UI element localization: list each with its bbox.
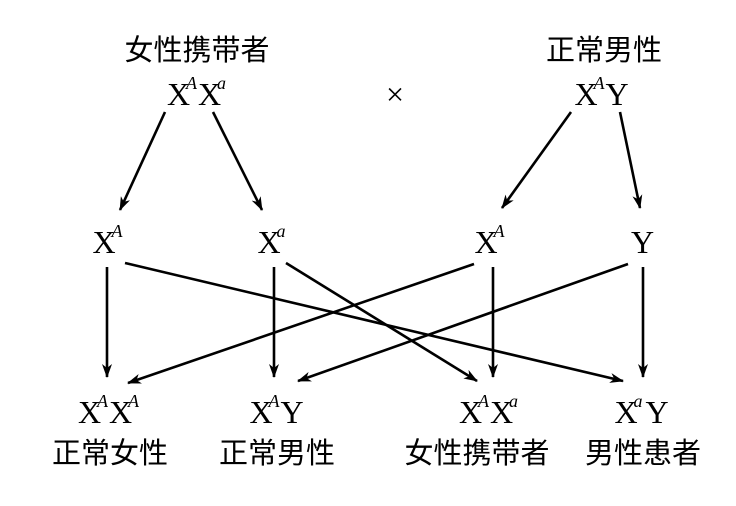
gamete-2-genotype: Xa	[258, 221, 286, 260]
allele-y: Y	[606, 76, 629, 112]
allele-superscript: a	[634, 391, 643, 411]
arrow-group	[102, 111, 648, 385]
allele-x: X	[575, 76, 598, 112]
gamete-1-genotype: XA	[93, 221, 124, 260]
arrow-mother-to-g1	[118, 111, 167, 211]
allele-superscript: A	[593, 73, 606, 93]
allele-superscript: A	[127, 391, 140, 411]
allele-superscript: a	[277, 221, 286, 241]
allele-y: Y	[281, 394, 304, 430]
allele-superscript: A	[268, 391, 281, 411]
offspring-1-label: 正常女性	[52, 436, 168, 470]
allele-x: X	[167, 76, 190, 112]
allele-superscript: a	[217, 73, 226, 93]
allele-y: Y	[646, 394, 669, 430]
allele-superscript: A	[96, 391, 109, 411]
offspring-2-label: 正常男性	[219, 436, 335, 470]
allele-x: X	[250, 394, 273, 430]
gamete-3-genotype: XA	[475, 221, 506, 260]
allele-x: X	[78, 394, 101, 430]
arrow-g4-to-o2	[297, 262, 629, 383]
arrow-mother-to-g2	[211, 111, 264, 211]
arrow-g1-to-o4	[124, 261, 624, 383]
allele-x: X	[198, 76, 221, 112]
allele-x: X	[490, 394, 513, 430]
allele-x: X	[109, 394, 132, 430]
offspring-4-label: 男性患者	[585, 436, 701, 470]
father-label: 正常男性	[546, 33, 662, 67]
allele-superscript: A	[185, 73, 198, 93]
allele-x: X	[459, 394, 482, 430]
allele-y: Y	[631, 224, 654, 260]
allele-superscript: A	[493, 221, 506, 241]
allele-x: X	[258, 224, 281, 260]
allele-x: X	[475, 224, 498, 260]
allele-superscript: A	[477, 391, 490, 411]
arrow-g3-to-o1	[127, 262, 475, 385]
mother-label: 女性携带者	[124, 33, 269, 67]
gamete-4-genotype: Y	[631, 224, 654, 260]
allele-x: X	[93, 224, 116, 260]
allele-superscript: a	[509, 391, 518, 411]
allele-superscript: A	[111, 221, 124, 241]
cross-symbol: ×	[386, 76, 404, 112]
arrow-g2-to-o3	[285, 261, 478, 383]
arrow-father-to-g4	[618, 111, 643, 209]
offspring-3-label: 女性携带者	[404, 436, 549, 470]
allele-x: X	[615, 394, 638, 430]
arrow-father-to-g3	[500, 111, 573, 209]
